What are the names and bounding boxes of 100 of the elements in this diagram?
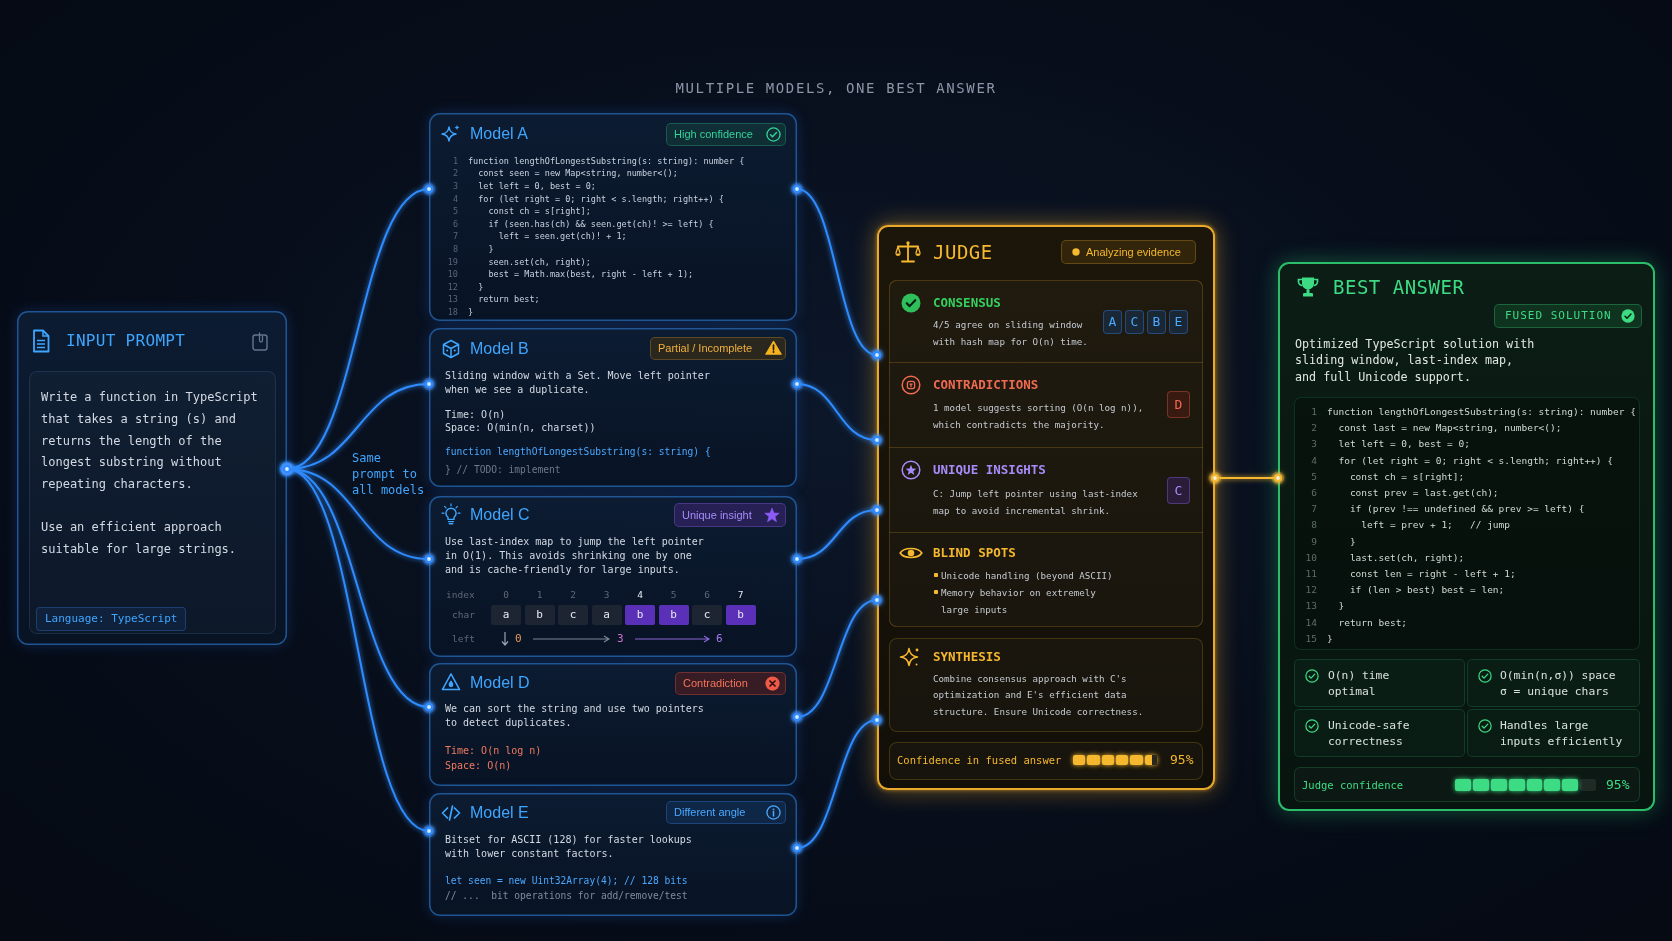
line-number: 10 [1304, 550, 1317, 565]
code-line: const len = right - left + 1; [1349, 566, 1516, 581]
feature-cell [1294, 709, 1465, 757]
code-line: } [468, 305, 474, 319]
line-number: 2 [1310, 421, 1317, 436]
line-number: 8 [1310, 518, 1317, 533]
line-number: 2 [451, 167, 458, 180]
section-heading: SYNTHESIS [933, 649, 1001, 665]
confidence-panel [1294, 767, 1640, 802]
bullet-text: Memory behavior on extremely large inputs [941, 585, 1097, 617]
feature-cell [1467, 709, 1640, 757]
judge-section [889, 533, 1203, 627]
code-line: } [1327, 631, 1333, 646]
connector-line [790, 593, 884, 724]
card-title: JUDGE [933, 241, 993, 263]
model-card [429, 663, 797, 786]
code-line: left = prev + 1; // jump [1361, 518, 1511, 533]
code-line: const ch = s[right]; [1349, 469, 1465, 484]
letter-chip: C [1125, 310, 1144, 334]
code-line: // ... bit operations for add/remove/test [445, 889, 688, 903]
code-line: if (seen.has(ch) && seen.get(ch)! >= left) { [488, 217, 714, 231]
card-title: Model D [470, 673, 530, 693]
feature-cell [1467, 659, 1640, 707]
percentage: 95% [1170, 751, 1194, 769]
code-line: } // TODO: implement [445, 463, 561, 477]
feature-text: Handles large inputs efficiently [1500, 718, 1624, 750]
confidence-panel [889, 742, 1203, 780]
line-number: 4 [451, 192, 458, 206]
code-panel [1294, 397, 1640, 650]
feature-cell [1294, 659, 1465, 707]
section-text: Combine consensus approach with C's optimization and E's efficient data structure. Ensure Unicode correctness. [933, 671, 1145, 719]
code-line: last.set(ch, right); [1349, 550, 1465, 565]
row-label: left [452, 633, 475, 645]
status-badge [666, 123, 786, 146]
code-line: function lengthOfLongestSubstring(s: string): number { [468, 154, 745, 168]
judge-section [889, 638, 1203, 732]
letter-chip: B [1147, 310, 1166, 334]
percentage: 95% [1606, 775, 1630, 794]
line-number: 1 [451, 154, 458, 168]
line-number: 19 [446, 255, 458, 269]
line-number: 15 [1304, 631, 1317, 646]
feature-text: O(n) time optimal [1328, 668, 1391, 700]
section-text: C: Jump left pointer using last-index map to avoid incremental shrink. [933, 486, 1139, 518]
connector-line [790, 713, 884, 855]
section-text: 1 model suggests sorting (O(n log n)), which contradicts the majority. [933, 400, 1145, 432]
status-badge [675, 672, 786, 695]
language-tag: Language: TypeScript [36, 607, 186, 631]
code-line: for (let right = 0; right < s.length; right++) { [1338, 453, 1613, 468]
line-number: 14 [1304, 615, 1317, 630]
line-number: 10 [446, 268, 458, 281]
code-line: let left = 0, best = 0; [478, 179, 596, 193]
char-cell: b [658, 605, 689, 625]
card-title: Model C [470, 505, 530, 525]
code-line: } [1349, 534, 1356, 549]
section-text: 4/5 agree on sliding window with hash map for O(n) time. [933, 317, 1089, 349]
complexity-text: Space: O(n) [445, 759, 512, 773]
letter-chip: D [1167, 391, 1190, 418]
index-number: 2 [569, 589, 577, 601]
index-number: 4 [636, 589, 644, 601]
prompt-card [17, 311, 287, 645]
card-title: Model B [470, 339, 529, 359]
judge-card [877, 225, 1215, 790]
complexity-text: Time: O(n log n) [445, 744, 542, 758]
char-cell: c [692, 605, 722, 625]
card-title: BEST ANSWER [1333, 276, 1465, 298]
connector-line [1208, 471, 1285, 485]
code-line: function lengthOfLongestSubstring(s: string): number { [1327, 404, 1636, 419]
char-cell: b [625, 605, 655, 625]
card-title: INPUT PROMPT [66, 331, 186, 351]
code-line: } [488, 242, 494, 256]
connector-line [790, 377, 884, 447]
line-number: 7 [1310, 502, 1317, 517]
status-badge [650, 337, 786, 360]
char-cell: b [725, 605, 756, 625]
badge-label: Analyzing evidence [1086, 245, 1181, 260]
model-card [429, 793, 797, 916]
card-title: Model A [470, 124, 528, 144]
status-badge [666, 801, 786, 824]
code-line: const prev = last.get(ch); [1349, 485, 1499, 500]
badge-label: Different angle [674, 805, 746, 820]
judge-section [889, 280, 1203, 363]
row-label: index [446, 589, 475, 601]
code-line: function lengthOfLongestSubstring(s: string) { [445, 445, 711, 459]
char-cell: c [558, 605, 588, 625]
code-line: if (prev !== undefined && prev >= left) { [1349, 502, 1585, 517]
index-number: 1 [535, 589, 544, 601]
line-number: 3 [451, 179, 458, 193]
index-number: 7 [736, 589, 745, 601]
pointer-value: 3 [617, 632, 624, 646]
line-number: 3 [1310, 437, 1317, 452]
badge-label: Partial / Incomplete [658, 341, 753, 356]
connector-line [790, 503, 884, 566]
badge-label: High confidence [674, 127, 753, 142]
prompt-text: Write a function in TypeScript that takes a string (s) and returns the length of the longest substring without repeating characters. [41, 389, 259, 494]
description: Bitset for ASCII (128) for faster lookups with lower constant factors. [445, 833, 693, 861]
line-number: 12 [1304, 583, 1317, 598]
line-number: 7 [451, 230, 458, 243]
char-cell: a [491, 605, 521, 625]
index-number: 0 [502, 589, 510, 601]
line-number: 1 [1310, 404, 1317, 419]
